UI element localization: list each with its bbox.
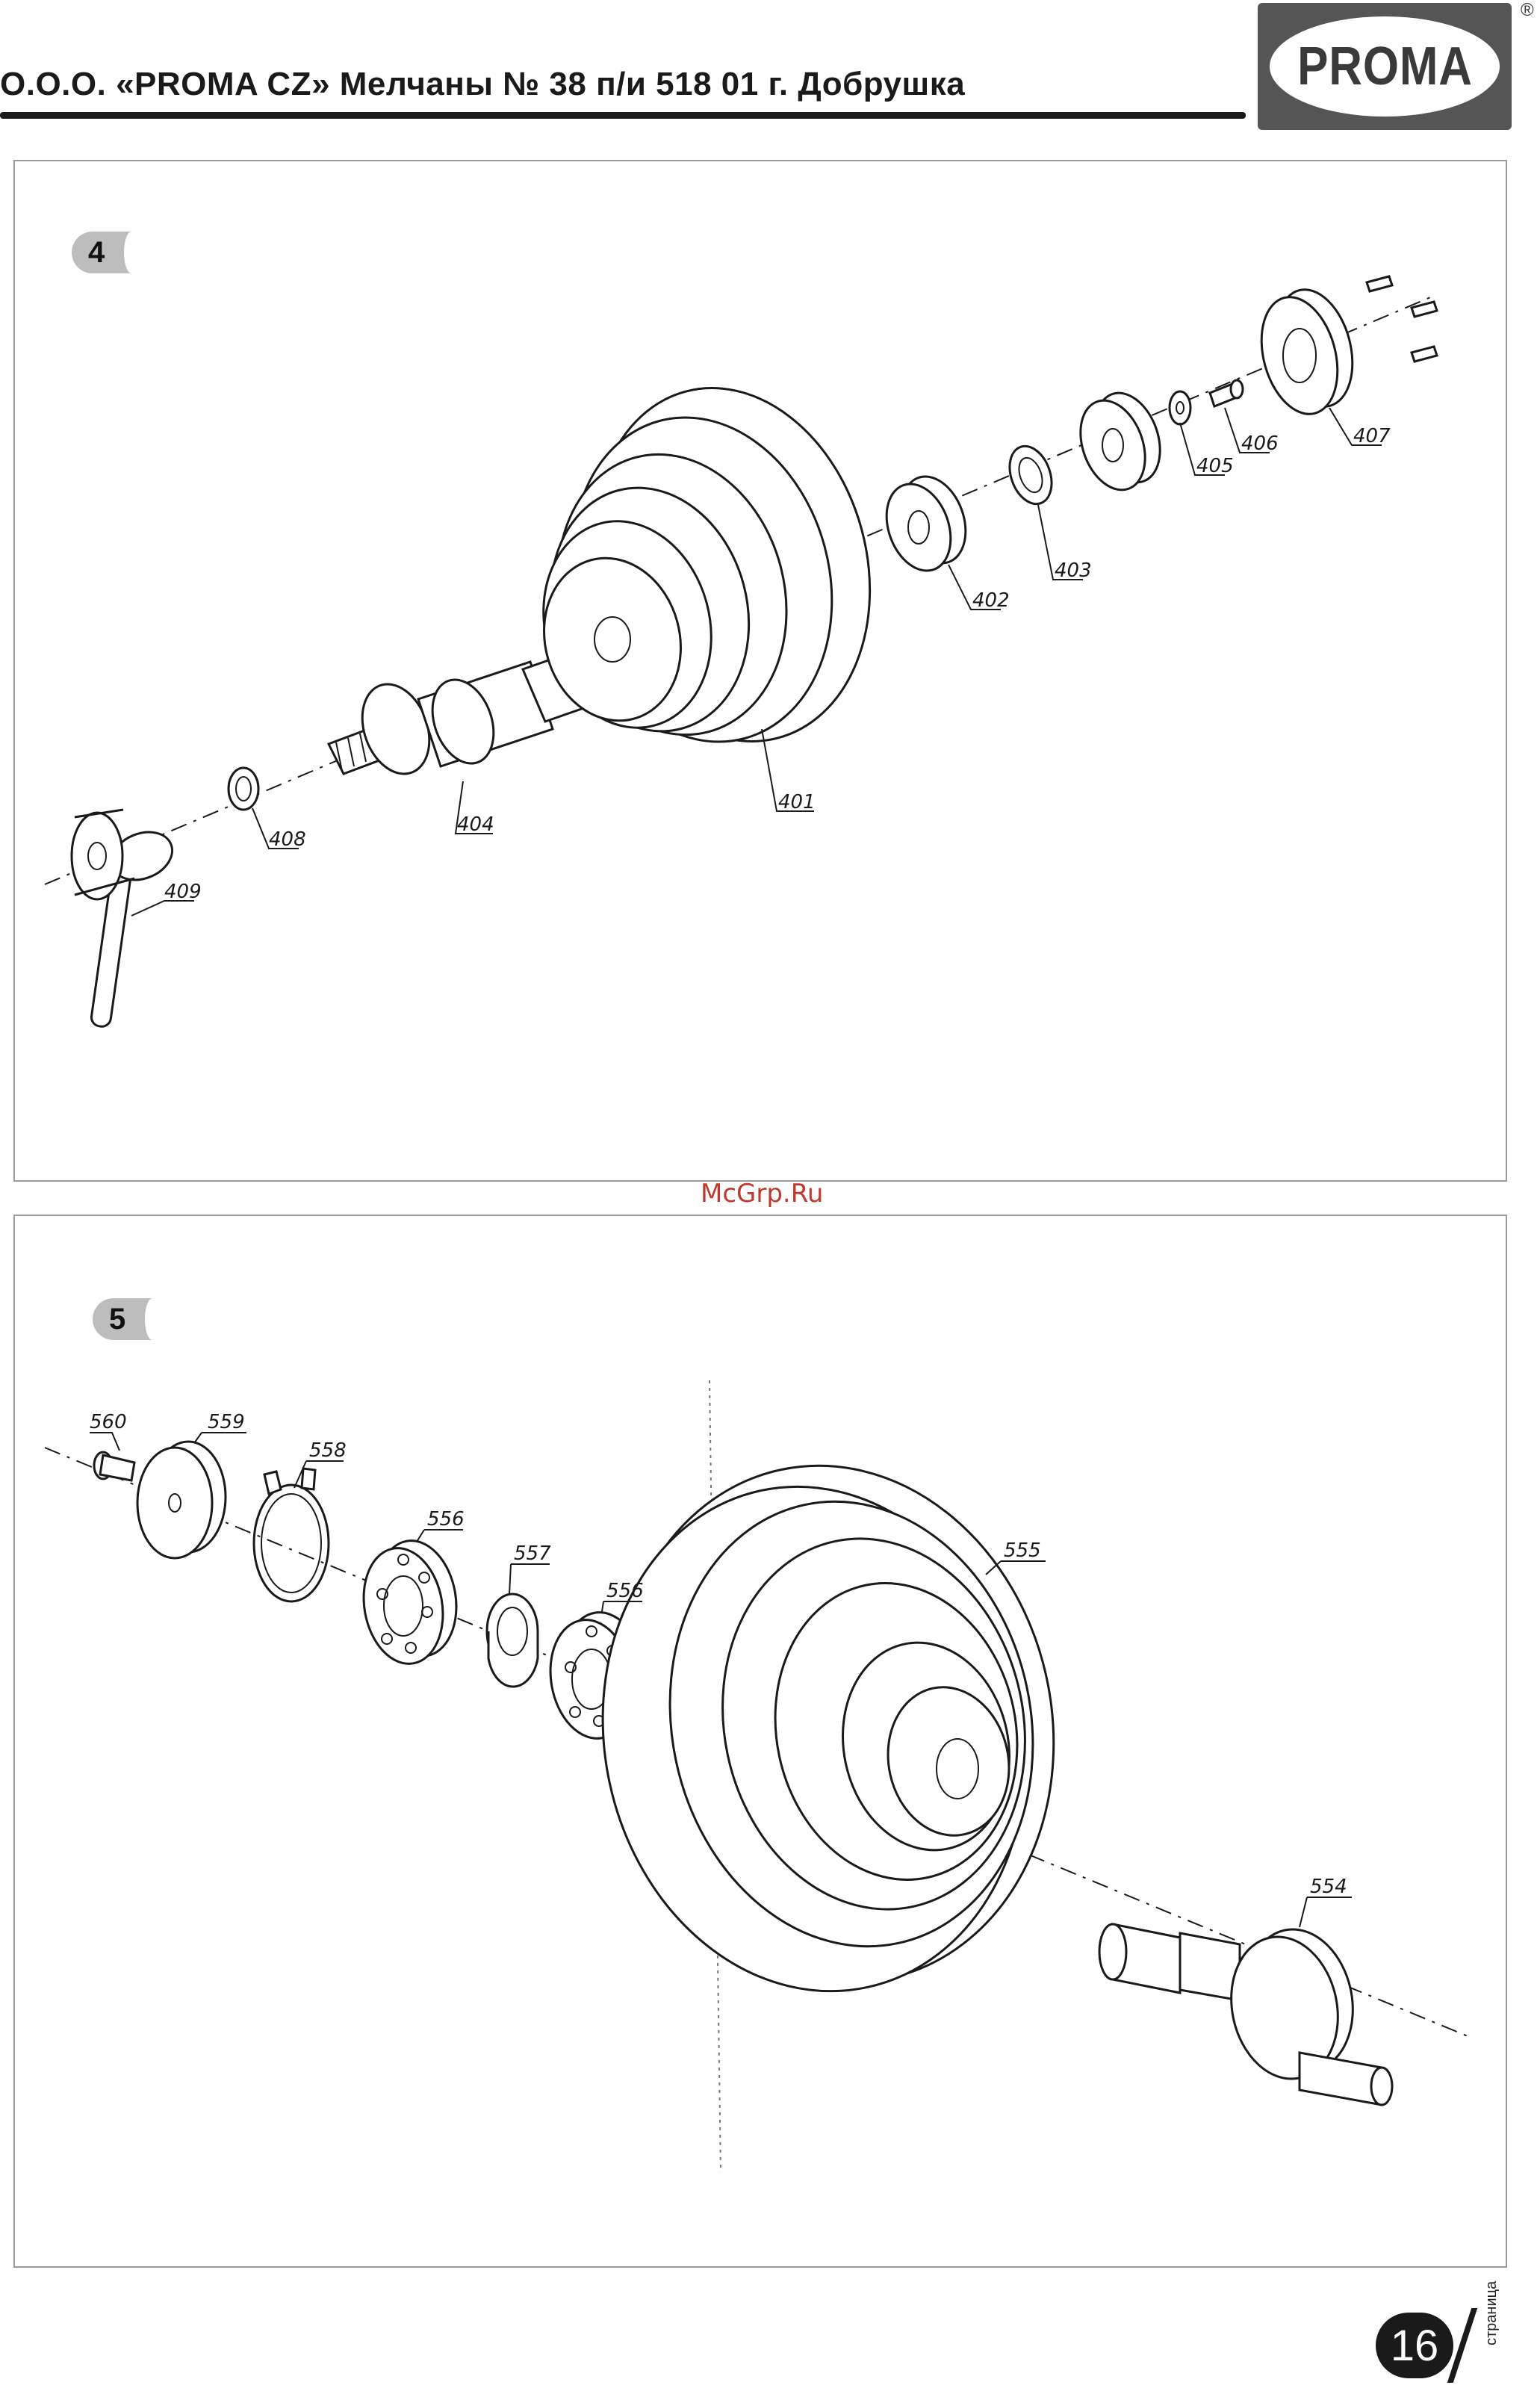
logo-text: PROMA (1297, 36, 1473, 97)
part-label: 556 (606, 1580, 644, 1602)
pulley-555-drawing (556, 1424, 1101, 2030)
part-label: 558 (309, 1439, 347, 1462)
part-label: 407 (1353, 425, 1391, 447)
part-label: 409 (164, 881, 202, 903)
figure-5-drawing: 560 559 558 556 557 556 555 554 (15, 1216, 1506, 2266)
part-label: 408 (269, 828, 306, 851)
spacer-557-drawing (487, 1594, 538, 1687)
proma-logo: PROMA (1258, 3, 1512, 130)
screw-560-drawing (94, 1452, 134, 1480)
page-word: страница (1483, 2281, 1500, 2345)
registered-mark: ® (1521, 0, 1534, 21)
cap-559-drawing (137, 1442, 226, 1558)
washer-408-drawing (229, 768, 258, 810)
part-label: 554 (1310, 1876, 1347, 1898)
part-label: 556 (427, 1508, 465, 1531)
flange-407-drawing (1249, 276, 1437, 423)
bearing-405-drawing (1069, 384, 1190, 499)
part-label: 559 (208, 1411, 245, 1433)
part-label: 405 (1196, 455, 1234, 477)
circlip-558-drawing (254, 1469, 329, 1601)
spacer-403-drawing (1002, 441, 1059, 510)
part-label: 555 (1004, 1539, 1041, 1562)
page-title: О.О.О. «PROMA CZ» Мелчаны № 38 п/и 518 0… (0, 66, 965, 103)
part-label: 404 (457, 813, 494, 836)
bearing-556-a-drawing (355, 1534, 465, 1670)
shaft-554-drawing (1099, 1920, 1392, 2105)
header-rule (0, 112, 1246, 119)
figure-4-drawing: 409 408 404 401 402 403 405 406 407 (15, 161, 1506, 1180)
part-label: 560 (90, 1411, 127, 1433)
part-label: 557 (514, 1542, 551, 1565)
bearing-402-drawing (875, 468, 977, 580)
figure-4-panel: 4 (13, 160, 1507, 1182)
handle-409-drawing (72, 810, 179, 1028)
part-label: 406 (1241, 432, 1279, 455)
part-label: 403 (1055, 559, 1092, 582)
watermark: McGrp.Ru (701, 1179, 823, 1209)
figure-5-panel: 5 (13, 1215, 1507, 2268)
part-label: 401 (778, 791, 816, 813)
logo-oval: PROMA (1270, 16, 1500, 117)
part-label: 402 (972, 589, 1010, 612)
page-number: 16 (1376, 2313, 1453, 2378)
